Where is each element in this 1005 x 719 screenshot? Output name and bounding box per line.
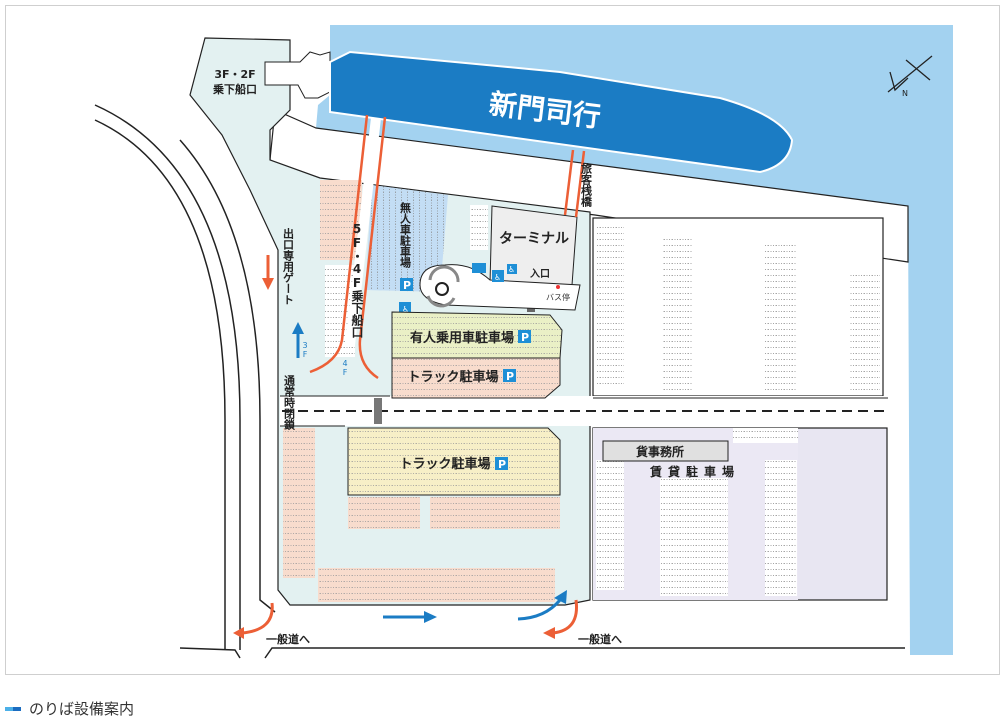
truck-parking-label-1: トラック駐車場 [407, 369, 498, 385]
sea [316, 25, 953, 655]
terminal-label: ターミナル [499, 231, 569, 247]
roundabout-center [435, 282, 449, 296]
svg-text:♿: ♿ [494, 273, 501, 282]
truck-parking-area-1 [391, 357, 561, 399]
parking-sign-icon: P [495, 457, 508, 471]
ramp-deck [345, 117, 381, 346]
passenger-bridge-label: 旅客桟橋 [580, 162, 594, 208]
svg-text:P: P [498, 458, 506, 471]
floor-3f-label: 3F [301, 341, 310, 359]
exit-gate-label: 出口専用ゲート [282, 227, 295, 305]
road-curve-inner [94, 119, 226, 650]
exit-arrow-icon [262, 255, 274, 290]
normally-closed-label: 通常時閉鎖 [283, 375, 296, 431]
cargo-office [602, 440, 729, 462]
unmanned-parking-area [365, 185, 448, 292]
rental-parking-label: 賃貸駐車場 [649, 464, 740, 479]
bus-stop-label: バス停 [546, 292, 570, 302]
curved-blue-arrow-icon [517, 590, 567, 621]
up-arrow-icon [292, 322, 304, 358]
upper-gate-floor: 3F・2F [214, 68, 255, 81]
upper-gate-label: 乗下船口 [213, 82, 257, 96]
ramp-5f4f [309, 114, 387, 380]
svg-text:P: P [521, 331, 529, 344]
left-parking-strip [283, 428, 315, 578]
to-road-left-label: 一般道へ [266, 632, 310, 646]
unmanned-parking-label: 無人車駐車場 [399, 201, 412, 269]
cargo-office-label: 貨事務所 [636, 444, 684, 459]
svg-text:♿: ♿ [402, 305, 409, 314]
right-block-top [592, 217, 884, 397]
manned-parking-label: 有人乗用車駐車場 [410, 330, 514, 346]
right-parking-columns [596, 222, 880, 596]
to-road-right-label: 一般道へ [578, 632, 622, 646]
small-parking [470, 205, 488, 250]
svg-text:P: P [506, 370, 514, 383]
heading-marker-icon [5, 706, 21, 711]
compass-icon: N [887, 55, 933, 98]
crosswalk [374, 398, 382, 424]
roundabout-arrow-icon [426, 295, 456, 308]
truck-parking-area-2 [347, 427, 561, 496]
ship [329, 50, 794, 174]
lower-gate-label: 5F・4F乗下船口 [350, 222, 364, 339]
section-heading: のりば設備案内 [5, 698, 134, 719]
map-frame [5, 5, 1000, 675]
truck-strip [348, 497, 420, 529]
bus-stop-icon [556, 285, 560, 289]
parking-sign-icon: P [400, 278, 413, 292]
svg-text:P: P [403, 279, 411, 292]
floor-4f-label: 4F [341, 359, 350, 377]
svg-text:N: N [902, 89, 908, 98]
road-curve-outer [94, 104, 241, 650]
entrance-label: 入口 [530, 268, 550, 280]
section-title: のりば設備案内 [29, 700, 135, 718]
road-curve-out2 [179, 139, 276, 613]
roundabout-arrow-icon [428, 265, 460, 283]
parking-sign-icon: P [503, 369, 516, 383]
curved-orange-arrow-icon [543, 599, 579, 639]
curved-orange-arrow-icon [233, 602, 274, 639]
road-bottom [179, 647, 905, 659]
truck-parking-label-2: トラック駐車場 [399, 456, 490, 472]
truck-strip [430, 497, 560, 529]
svg-text:♿: ♿ [508, 265, 515, 274]
bottom-parking [318, 568, 555, 602]
accessible-parking-icons: ♿ ♿ ♿ [399, 263, 517, 314]
right-arrow-icon [383, 611, 437, 623]
manned-parking-area [391, 311, 563, 359]
parking-sign-icon: P [518, 330, 531, 344]
passenger-bridge [563, 149, 586, 218]
